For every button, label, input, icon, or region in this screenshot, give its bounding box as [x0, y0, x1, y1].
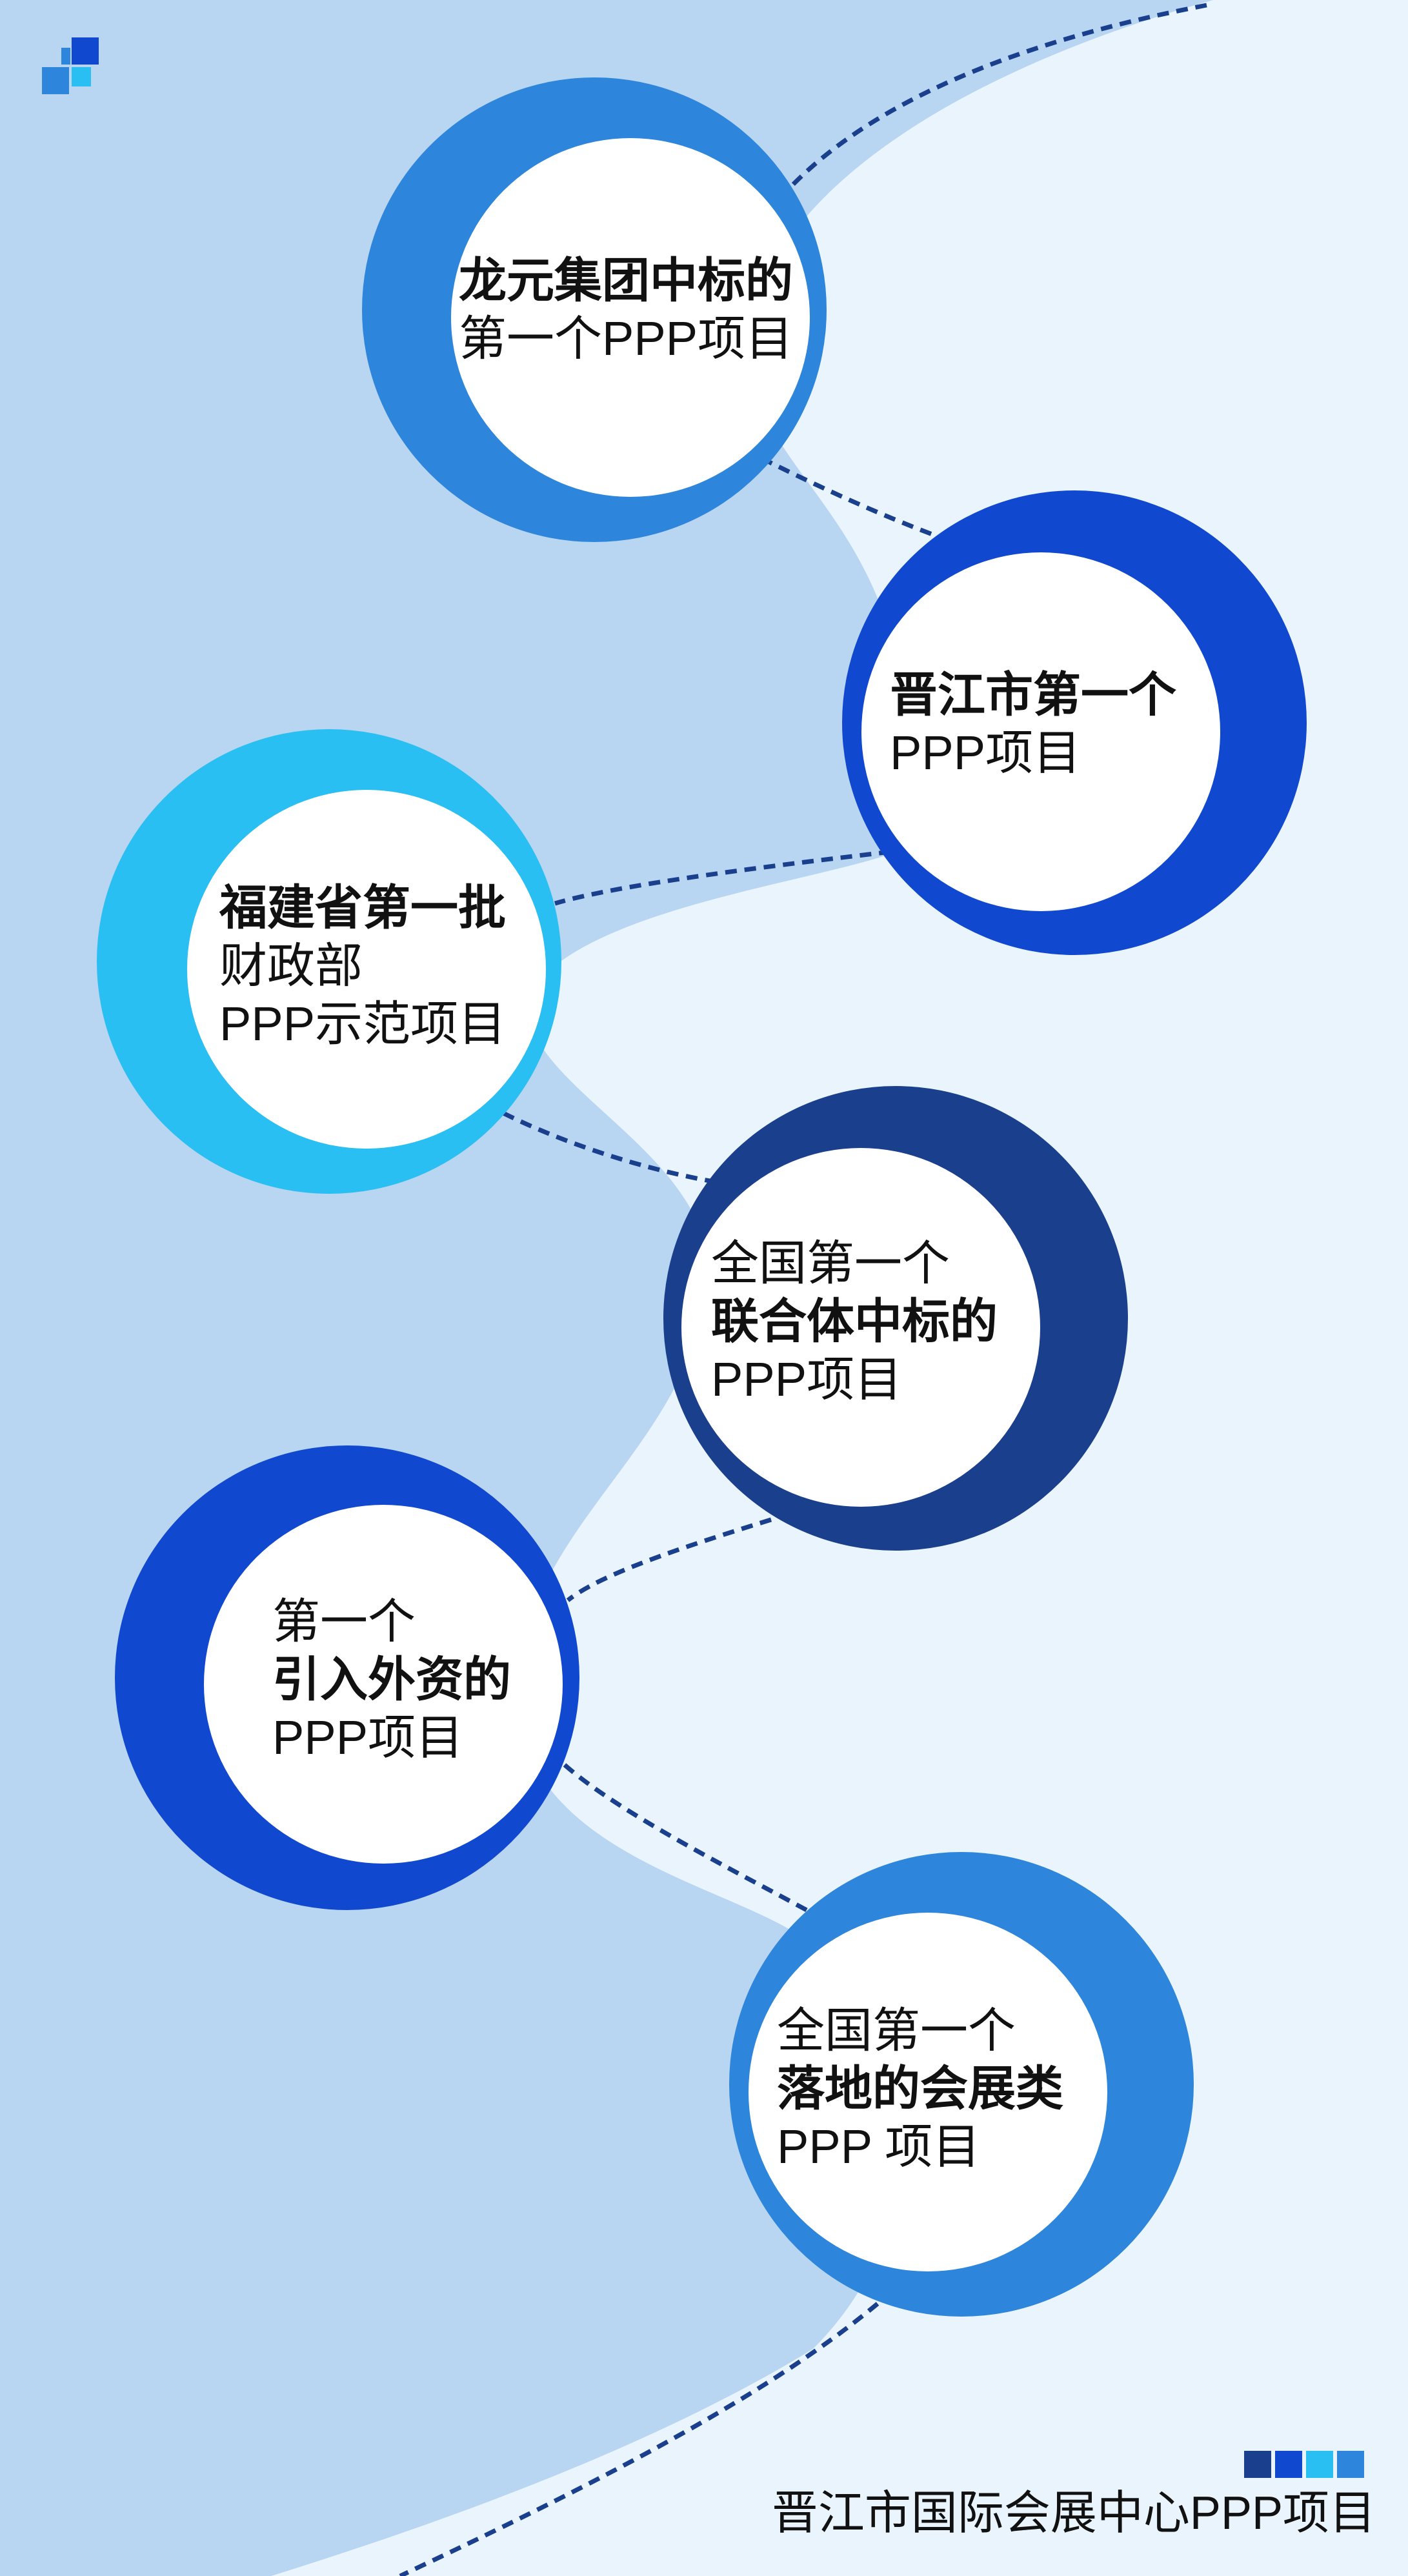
milestone-line: 财政部	[219, 939, 363, 992]
milestone-line: PPP示范项目	[219, 997, 507, 1051]
milestone-text: 龙元集团中标的 第一个PPP项目	[459, 252, 793, 368]
footer-square	[1244, 2451, 1271, 2478]
milestone-4: 全国第一个 联合体中标的 PPP项目	[663, 1086, 1128, 1551]
milestone-text: 全国第一个 落地的会展类 PPP 项目	[777, 2002, 1063, 2176]
logo-square	[72, 37, 99, 65]
footer-square	[1275, 2451, 1302, 2478]
milestone-inner-circle	[749, 1913, 1107, 2271]
milestone-line: 龙元集团中标的	[459, 254, 793, 307]
milestone-line: 第一个	[272, 1595, 416, 1648]
milestone-text: 第一个 引入外资的 PPP项目	[272, 1593, 511, 1767]
milestone-2: 晋江市第一个 PPP项目	[842, 490, 1307, 955]
milestone-text: 晋江市第一个 PPP项目	[890, 666, 1176, 782]
milestone-5: 第一个 引入外资的 PPP项目	[115, 1445, 579, 1910]
footer-title: 晋江市国际会展中心PPP项目	[771, 2488, 1376, 2539]
milestone-line: PPP项目	[272, 1711, 464, 1764]
milestone-line: PPP项目	[711, 1353, 903, 1406]
footer-square	[1306, 2451, 1333, 2478]
milestone-line: 全国第一个	[777, 2004, 1016, 2057]
milestone-line: 全国第一个	[711, 1236, 950, 1290]
milestone-inner-circle	[451, 138, 810, 497]
logo-icon	[42, 37, 99, 94]
milestone-line: 联合体中标的	[711, 1294, 998, 1348]
logo-square	[72, 67, 91, 86]
milestone-line: 引入外资的	[272, 1653, 511, 1706]
footer-squares-icon	[1244, 2451, 1367, 2478]
milestone-inner-circle	[187, 790, 546, 1149]
milestone-line: 福建省第一批	[219, 881, 506, 934]
milestone-text: 福建省第一批 财政部 PPP示范项目	[219, 879, 506, 1053]
milestone-line: 晋江市第一个	[890, 668, 1176, 721]
milestone-1: 龙元集团中标的 第一个PPP项目	[362, 77, 827, 542]
logo-square	[61, 48, 70, 65]
milestone-line: PPP项目	[890, 726, 1081, 780]
logo-square	[42, 67, 69, 94]
milestone-3: 福建省第一批 财政部 PPP示范项目	[97, 729, 561, 1194]
milestone-6: 全国第一个 落地的会展类 PPP 项目	[729, 1852, 1194, 2317]
milestone-inner-circle	[681, 1148, 1040, 1507]
milestone-line: PPP 项目	[777, 2120, 981, 2173]
milestone-inner-circle	[204, 1505, 563, 1864]
milestone-line: 第一个PPP项目	[459, 312, 794, 365]
milestone-line: 落地的会展类	[777, 2062, 1063, 2115]
milestone-inner-circle	[861, 552, 1220, 911]
dashed-connector-path	[399, 3, 1207, 2576]
footer-square	[1337, 2451, 1364, 2478]
milestone-text: 全国第一个 联合体中标的 PPP项目	[711, 1234, 998, 1409]
